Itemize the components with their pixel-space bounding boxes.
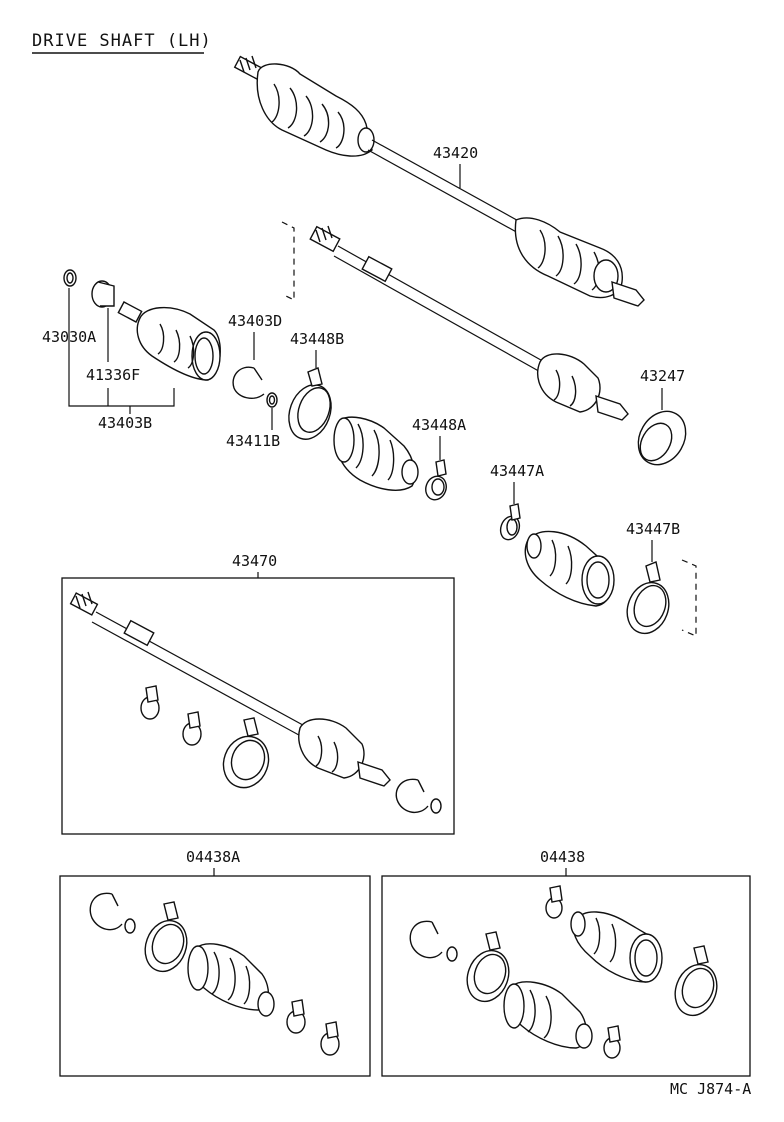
label-43403d: 43403D <box>228 312 282 330</box>
diagram-title: DRIVE SHAFT (LH) <box>32 31 212 51</box>
cv-boot-right <box>524 530 615 607</box>
bearing-41336f <box>91 280 115 308</box>
boot-kit-04438-contents <box>409 885 718 1059</box>
snap-ring-43403d <box>232 366 265 399</box>
boot-kit-04438a-contents <box>89 892 340 1056</box>
label-43448b: 43448B <box>290 330 344 348</box>
cv-boot-center <box>333 416 419 491</box>
kit-box-04438a <box>59 875 371 1077</box>
boot-clamp-43448a <box>425 459 447 501</box>
label-41336f: 41336F <box>86 366 140 384</box>
label-43247: 43247 <box>640 367 685 385</box>
label-43420: 43420 <box>433 144 478 162</box>
kit-box-04438 <box>381 875 751 1077</box>
bracket-43403b <box>68 288 175 407</box>
kit-box-43470 <box>61 577 455 835</box>
boot-clamp-43447b <box>626 559 697 637</box>
drive-shaft-assembly-43420 <box>233 55 645 307</box>
drive-shaft-43247-group <box>281 221 629 421</box>
label-43403b: 43403B <box>98 414 152 432</box>
seal-ring-43247 <box>637 410 687 466</box>
label-43411b: 43411B <box>226 432 280 450</box>
label-04438: 04438 <box>540 848 585 866</box>
footer-code: MC J874-A <box>670 1080 751 1098</box>
label-04438a: 04438A <box>186 848 240 866</box>
snap-ring-43030a <box>63 269 77 287</box>
boot-clamp-43447a <box>499 503 521 541</box>
shaft-kit-43470-contents <box>69 591 442 814</box>
label-43470: 43470 <box>232 552 277 570</box>
label-43447b: 43447B <box>626 520 680 538</box>
label-43448a: 43448A <box>412 416 466 434</box>
ring-43411b <box>266 392 278 408</box>
boot-clamp-43448b <box>288 367 332 440</box>
outer-joint-43403b <box>117 301 221 381</box>
label-43447a: 43447A <box>490 462 544 480</box>
